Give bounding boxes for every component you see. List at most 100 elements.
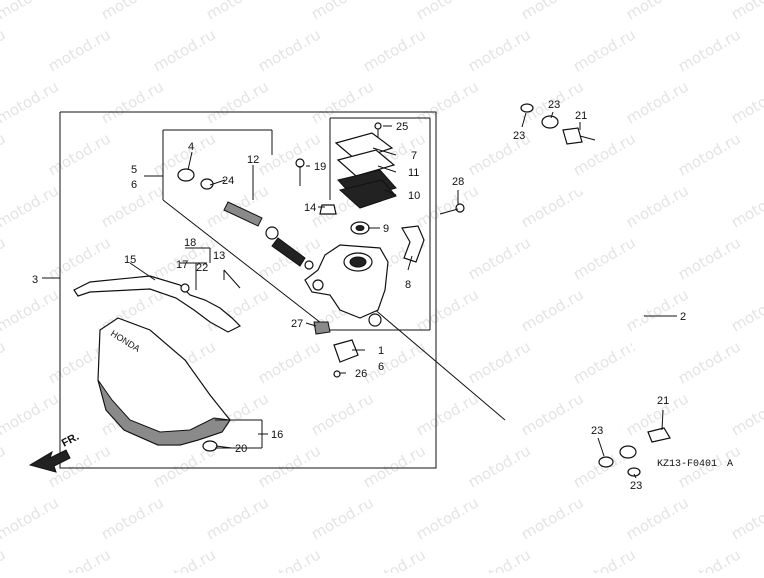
holder-clamp: [401, 225, 425, 263]
watermark-text: motod.ru: [570, 233, 639, 283]
watermark-text: motod.ru: [0, 77, 62, 127]
watermark-text: motod.ru: [255, 441, 324, 491]
watermark-text: motod.ru: [413, 493, 482, 543]
watermark-text: motod.ru: [413, 389, 482, 439]
brake-switch: [333, 339, 359, 378]
watermark-text: motod.ru: [728, 389, 764, 439]
watermark-text: motod.ru: [150, 25, 219, 75]
watermark-text: motod.ru: [570, 25, 639, 75]
callout-20: 20: [235, 443, 247, 455]
watermark-text: motod.ru: [0, 233, 9, 283]
watermark-text: motod.ru: [518, 389, 587, 439]
clutch-lever: [73, 275, 242, 333]
callout-23a: 23: [513, 130, 525, 142]
callout-26: 26: [355, 368, 367, 380]
watermark-text: motod.ru: [360, 545, 429, 573]
callout-13: 13: [213, 250, 225, 262]
watermark-text: motod.ru: [360, 441, 429, 491]
watermark-text: motod.ru: [465, 441, 534, 491]
callout-7: 7: [411, 150, 417, 162]
watermark-text: motod.ru: [0, 181, 62, 231]
callout-4: 4: [188, 141, 194, 153]
watermark-text: motod.ru: [465, 233, 534, 283]
callout-21b: 21: [657, 395, 669, 407]
watermark-text: motod.ru: [308, 493, 377, 543]
watermark-text: motod.ru: [98, 77, 167, 127]
watermark-text: motod.ru: [45, 441, 114, 491]
callout-5: 5: [131, 164, 137, 176]
watermark-text: motod.ru: [518, 285, 587, 335]
watermark-text: motod.ru: [308, 0, 377, 23]
callout-6: 6: [131, 179, 137, 191]
callout-24: 24: [222, 175, 234, 187]
watermark-text: motod.ru: [728, 285, 764, 335]
watermark-text: motod.ru: [255, 545, 324, 573]
callout-labels: 3 5 6 4 24 12 18 17 22 13 15 19 14 9 25 …: [32, 99, 686, 492]
diagram-code-text: KZ13-F0401: [657, 459, 717, 470]
watermark-text: motod.ru: [0, 129, 9, 179]
watermark-text: motod.ru: [675, 25, 744, 75]
callout-10: 10: [408, 190, 420, 202]
watermark-text: motod.ru: [675, 129, 744, 179]
callout-9: 9: [383, 223, 389, 235]
watermark-text: motod.ru: [0, 493, 62, 543]
watermark-text: motod.ru: [308, 389, 377, 439]
callout-25: 25: [396, 121, 408, 133]
watermark-text: motod.ru: [728, 77, 764, 127]
diagram-code-suffix: A: [727, 459, 733, 470]
callout-12: 12: [247, 154, 259, 166]
callout-28: 28: [452, 176, 464, 188]
watermark-text: motod.ru: [203, 493, 272, 543]
watermark-text: motod.ru: [570, 545, 639, 573]
reservoir-cap-assembly: [334, 122, 397, 209]
watermark-text: motod.ru: [728, 493, 764, 543]
watermark-text: motod.ru: [360, 337, 429, 387]
callout-18: 18: [184, 237, 196, 249]
callout-14: 14: [304, 202, 316, 214]
callout-1: 1: [378, 345, 384, 357]
watermark-text: motod.ru: [45, 233, 114, 283]
watermark-text: motod.ru: [255, 25, 324, 75]
callout-22: 22: [196, 262, 208, 274]
watermark-text: motod.ru: [0, 0, 62, 23]
callout-2: 2: [680, 311, 686, 323]
watermark-text: motod.ru: [203, 77, 272, 127]
watermark-text: motod.ru: [255, 337, 324, 387]
callout-19: 19: [314, 161, 326, 173]
watermark-text: motod.ru: [360, 25, 429, 75]
watermark-text: motod.ru: [728, 0, 764, 23]
watermark-text: motod.ru: [0, 545, 9, 573]
watermark-text: motod.ru: [45, 545, 114, 573]
watermark-text: motod.ru: [98, 0, 167, 23]
watermark-text: motod.ru: [413, 0, 482, 23]
callout-17: 17: [176, 259, 188, 271]
callout-3: 3: [32, 274, 38, 286]
watermark-text: motod.ru: [623, 181, 692, 231]
callout-15: 15: [124, 254, 136, 266]
watermark-text: motod.ru: [675, 337, 744, 387]
watermark-text: motod.ru: [465, 337, 534, 387]
assembly-frame: [59, 111, 506, 469]
watermark-text: motod.ru: [0, 441, 9, 491]
callout-11: 11: [408, 167, 419, 179]
watermark-text: motod.ru: [45, 129, 114, 179]
watermark-text: motod.ru: [0, 285, 62, 335]
watermark-text: motod.ru: [465, 25, 534, 75]
piston-kit: [177, 168, 314, 270]
brake-hose: [520, 103, 671, 477]
watermark-text: motod.ru: [623, 493, 692, 543]
watermark-text: motod.ru: [518, 0, 587, 23]
watermark-text: motod.ru: [413, 181, 482, 231]
watermark-text: motod.ru: [623, 0, 692, 23]
watermark-text: motod.ru: [0, 25, 9, 75]
callout-8: 8: [405, 279, 411, 291]
watermark-text: motod.ru: [98, 493, 167, 543]
watermark-text: motod.ru: [45, 25, 114, 75]
front-arrow-label: FR.: [60, 431, 81, 450]
watermark-text: motod.ru: [0, 337, 9, 387]
callout-6b: 6: [378, 361, 384, 373]
watermark-text: motod.ru: [623, 77, 692, 127]
watermark-text: motod.ru: [413, 77, 482, 127]
watermark-text: motod.ru: [308, 77, 377, 127]
watermark-text: motod.ru: [413, 285, 482, 335]
